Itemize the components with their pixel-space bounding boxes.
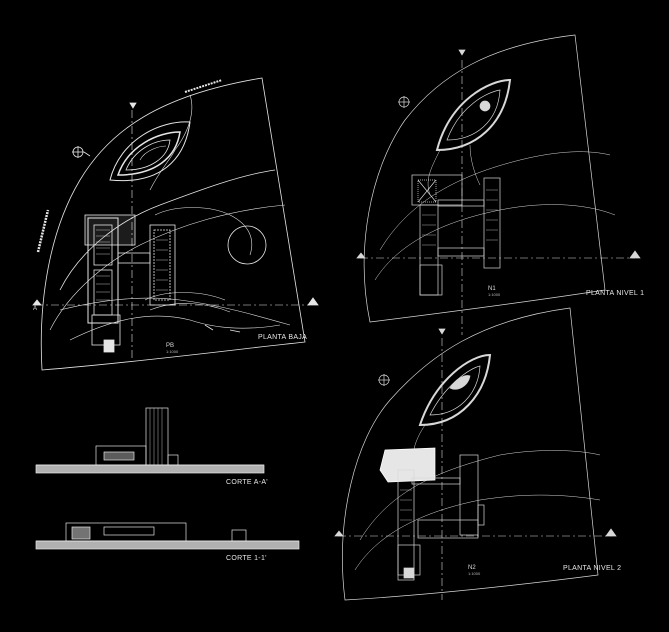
main-building	[87, 217, 119, 324]
corte-aa-title: CORTE A-A'	[226, 479, 268, 486]
planta-baja-plan	[32, 77, 319, 371]
planta-nivel1-tag: N1 1:1000	[488, 286, 500, 297]
corte-11-title: CORTE 1-1'	[226, 555, 267, 562]
planta-nivel2-tag: N2 1:1000	[468, 565, 480, 576]
site-boundary-n1	[363, 34, 606, 323]
planta-baja-title: PLANTA BAJA	[258, 334, 308, 341]
planta-nivel1-scale: 1:1000	[488, 292, 501, 297]
planta-nivel1-plan	[356, 34, 641, 335]
corte-11-section	[35, 522, 300, 550]
circle-plaza	[227, 225, 267, 265]
planta-baja-tag-code: PB	[166, 343, 175, 349]
planta-nivel2-plan	[334, 307, 617, 601]
planta-nivel2-tag-code: N2	[468, 565, 476, 571]
planta-baja-tag: PB 1:1000	[166, 343, 178, 354]
planta-nivel2-scale: 1:1000	[468, 571, 481, 576]
corte-aa-section	[35, 407, 265, 474]
site-boundary	[40, 77, 306, 371]
site-boundary-n2	[342, 307, 599, 601]
planta-nivel2-title: PLANTA NIVEL 2	[563, 565, 622, 572]
planta-nivel1-title: PLANTA NIVEL 1	[586, 290, 645, 297]
planta-nivel1-tag-code: N1	[488, 286, 496, 292]
leaf-pond	[109, 121, 191, 182]
section-marker-a: A	[33, 306, 38, 312]
dark-slab	[379, 447, 436, 483]
planta-baja-scale: 1:1000	[166, 349, 179, 354]
